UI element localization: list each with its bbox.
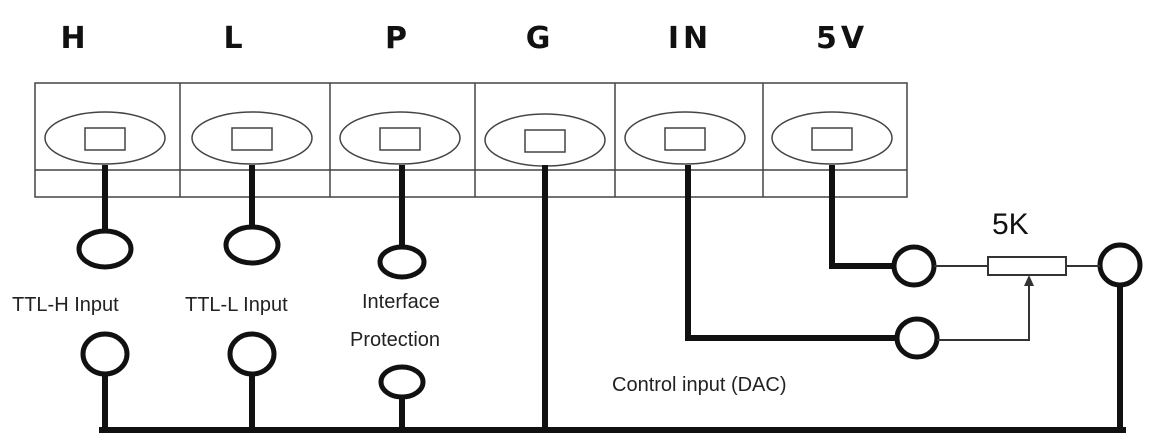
wiper-arrow-icon bbox=[1024, 275, 1034, 286]
label-resistor-5k: 5K bbox=[992, 208, 1029, 241]
connector-interface-top bbox=[377, 244, 427, 280]
pin-label-h: H bbox=[60, 21, 89, 56]
pin-label-g: G bbox=[526, 21, 555, 56]
terminal-h bbox=[44, 111, 166, 165]
label-control-input: Control input (DAC) bbox=[612, 374, 787, 396]
terminal-in bbox=[624, 111, 746, 165]
connector-pot-end bbox=[1097, 242, 1143, 288]
terminal-g bbox=[484, 113, 606, 167]
label-protection: Protection bbox=[350, 329, 440, 351]
pin-label-p: P bbox=[385, 21, 411, 56]
resistor-5k bbox=[987, 256, 1067, 276]
pin-label-in: IN bbox=[668, 21, 712, 56]
connector-interface-bottom bbox=[378, 364, 426, 400]
terminal-p bbox=[339, 111, 461, 165]
label-interface: Interface bbox=[362, 291, 440, 313]
terminal-l bbox=[191, 111, 313, 165]
label-ttl-l-input: TTL-L Input bbox=[185, 294, 288, 316]
wire-5v bbox=[829, 165, 897, 269]
connector-control bbox=[894, 316, 940, 360]
wiper-lead bbox=[937, 284, 1030, 341]
label-ttl-h-input: TTL-H Input bbox=[12, 294, 119, 316]
connector-ttl-l-top bbox=[223, 224, 281, 266]
connector-ttl-l-bottom bbox=[227, 331, 277, 377]
pin-label-5v: 5V bbox=[816, 21, 868, 56]
connector-ttl-h-bottom bbox=[80, 331, 130, 377]
connector-5v bbox=[891, 244, 937, 288]
terminal-block bbox=[34, 82, 908, 198]
pin-label-l: L bbox=[223, 21, 246, 56]
connector-ttl-h-top bbox=[76, 228, 134, 270]
wire-in bbox=[685, 165, 899, 341]
terminal-5v bbox=[771, 111, 893, 165]
